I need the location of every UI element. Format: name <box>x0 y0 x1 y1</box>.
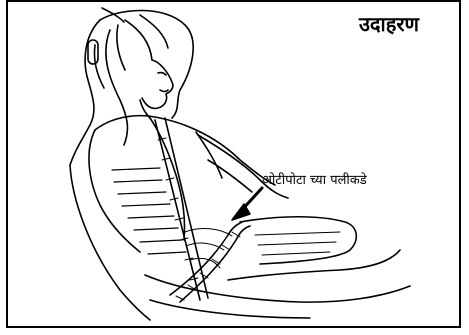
legs-shape <box>228 217 400 280</box>
hair-clip-shape <box>88 40 98 64</box>
callout-arrow <box>232 188 262 220</box>
seat-back-hatching <box>112 168 186 254</box>
arm-shape <box>198 135 288 198</box>
seat-cushion-shape <box>145 275 410 318</box>
seat-back-outline <box>70 165 150 320</box>
lap-belt-shape <box>170 222 250 302</box>
face-shape <box>142 60 173 108</box>
hair-shape <box>70 8 193 165</box>
torso-shape <box>89 116 275 252</box>
callout-label: ओटीपोटा च्या पलीकडे <box>262 170 367 188</box>
